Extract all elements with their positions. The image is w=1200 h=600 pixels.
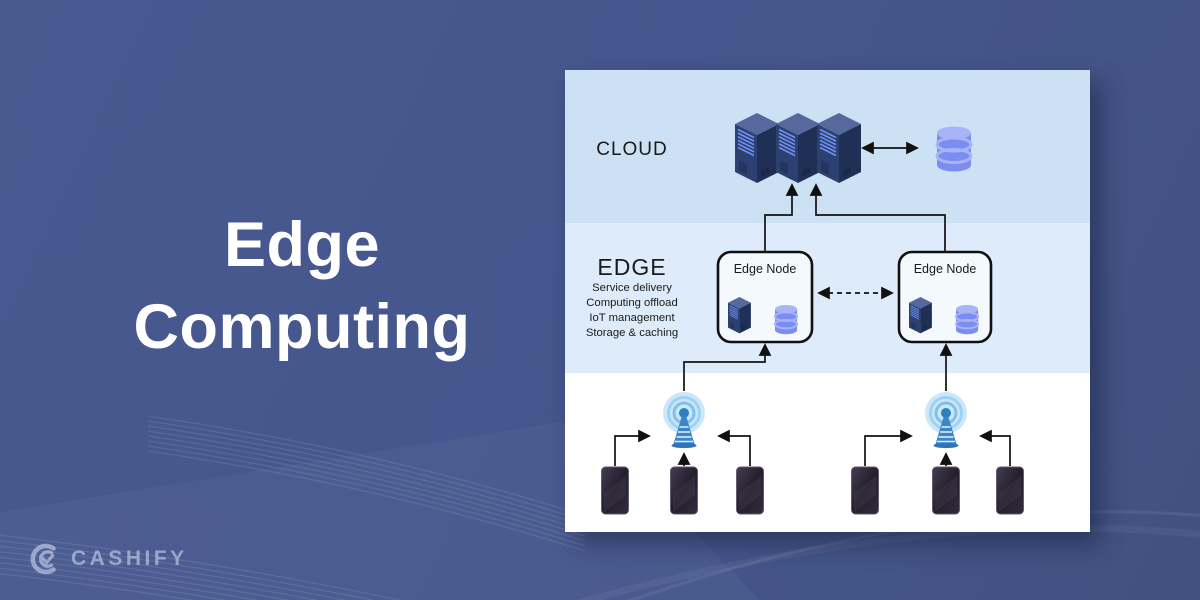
- server-rack-icon: [775, 112, 821, 184]
- phone-icon: [601, 466, 629, 515]
- phone-icon: [932, 466, 960, 515]
- edge-service-4: Storage & caching: [586, 327, 678, 339]
- phone3-arrow: [717, 429, 751, 466]
- cloud-label: CLOUD: [596, 139, 668, 160]
- phone-icon: [736, 466, 764, 515]
- database-icon: [774, 304, 799, 336]
- phone-icon: [851, 466, 879, 515]
- brand-logo: CASHIFY: [26, 541, 188, 577]
- contour-lines-mid-left: [147, 415, 586, 552]
- edge-service-1: Service delivery: [592, 282, 672, 294]
- server-rack-icon: [908, 296, 933, 334]
- edge-service-3: IoT management: [589, 312, 675, 324]
- phone6-arrow: [979, 429, 1011, 466]
- phone1-arrow: [614, 429, 651, 466]
- server-rack-icon: [727, 296, 752, 334]
- edge-node-2-label: Edge Node: [914, 262, 977, 276]
- server-rack-icon: [816, 112, 862, 184]
- title-line-2: Computing: [133, 292, 471, 362]
- edge-service-2: Computing offload: [586, 297, 677, 309]
- edge-node-1-label: Edge Node: [734, 262, 797, 276]
- page-title: Edge Computing: [28, 204, 576, 368]
- antenna-tower-icon: [661, 390, 707, 450]
- antenna1-to-edge1-arrow: [683, 343, 772, 391]
- phone-icon: [670, 466, 698, 515]
- diagram-panel: CLOUD EDGE Service delivery Computing of…: [565, 70, 1090, 532]
- connectors: [614, 141, 1011, 466]
- database-icon: [935, 125, 973, 173]
- edge-node-1: Edge Node: [716, 250, 814, 344]
- edge2-to-cloud-arrow: [809, 183, 946, 251]
- brand-name: CASHIFY: [71, 547, 188, 570]
- edge1-to-cloud-arrow: [764, 183, 799, 251]
- edge-computing-diagram: CLOUD EDGE Service delivery Computing of…: [565, 70, 1090, 515]
- edge-node-2: Edge Node: [897, 250, 993, 344]
- database-icon: [955, 304, 980, 336]
- edge-label: EDGE: [597, 254, 666, 280]
- antenna-tower-icon: [923, 390, 969, 450]
- cashify-c-check-icon: [30, 543, 56, 575]
- title-line-1: Edge: [223, 210, 381, 280]
- phone-icon: [996, 466, 1024, 515]
- phone4-arrow: [864, 429, 913, 466]
- server-rack-icon: [734, 112, 780, 184]
